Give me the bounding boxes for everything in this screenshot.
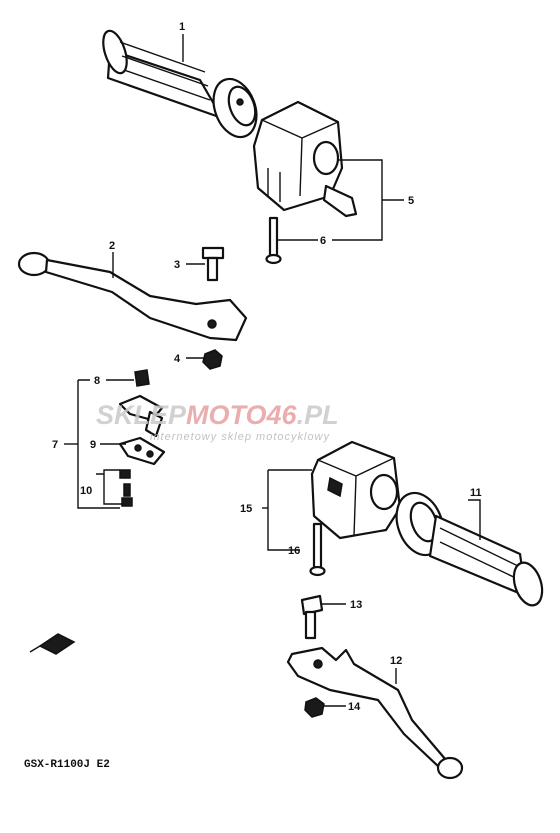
callout-10: 10	[80, 485, 92, 497]
callout-11: 11	[470, 487, 482, 499]
lever-nut	[202, 349, 223, 370]
callout-6: 6	[320, 235, 326, 247]
left-housing-screw	[265, 216, 282, 265]
callout-8: 8	[94, 375, 100, 387]
callout-13: 13	[350, 599, 362, 611]
callout-numbers: 1 2 3 4 5 6 7 8 9 10 11 12 13 14 15 16	[52, 21, 482, 713]
front-direction-arrow-icon	[29, 633, 76, 655]
brake-lever-bolt	[300, 594, 324, 640]
callout-12: 12	[390, 655, 402, 667]
clutch-lever	[17, 251, 248, 342]
svg-text:SKLEPMOTO46.PL: SKLEPMOTO46.PL	[96, 400, 339, 430]
brake-lever-nut	[304, 697, 325, 718]
watermark-brand-b: MOTO	[186, 400, 267, 430]
callout-5: 5	[408, 195, 414, 207]
callout-14: 14	[348, 701, 361, 713]
lever-pivot-bolt	[201, 246, 225, 282]
watermark-brand-a: SKLEP	[96, 400, 187, 430]
callout-2: 2	[109, 240, 115, 252]
watermark: SKLEPMOTO46.PL internetowy sklep motocyk…	[96, 400, 339, 443]
callout-7: 7	[52, 439, 58, 451]
right-switch-housing	[310, 440, 402, 540]
watermark-tagline: internetowy sklep motocyklowy	[150, 431, 331, 443]
throttle-grip	[395, 491, 544, 607]
callout-15: 15	[240, 503, 252, 515]
watermark-brand-c: 46	[266, 400, 298, 430]
callout-1: 1	[179, 21, 185, 33]
callout-4: 4	[174, 353, 181, 365]
brake-lever	[286, 646, 464, 780]
watermark-brand-d: .PL	[297, 400, 339, 430]
model-code-label: GSX-R1100J E2	[24, 759, 110, 771]
callout-16: 16	[288, 545, 300, 557]
right-housing-screw	[309, 522, 326, 577]
callout-9: 9	[90, 439, 96, 451]
callout-3: 3	[174, 259, 180, 271]
leader-lines	[64, 34, 481, 707]
left-grip	[102, 29, 258, 139]
left-switch-housing	[252, 100, 358, 218]
clutch-switch-assembly	[118, 369, 166, 507]
